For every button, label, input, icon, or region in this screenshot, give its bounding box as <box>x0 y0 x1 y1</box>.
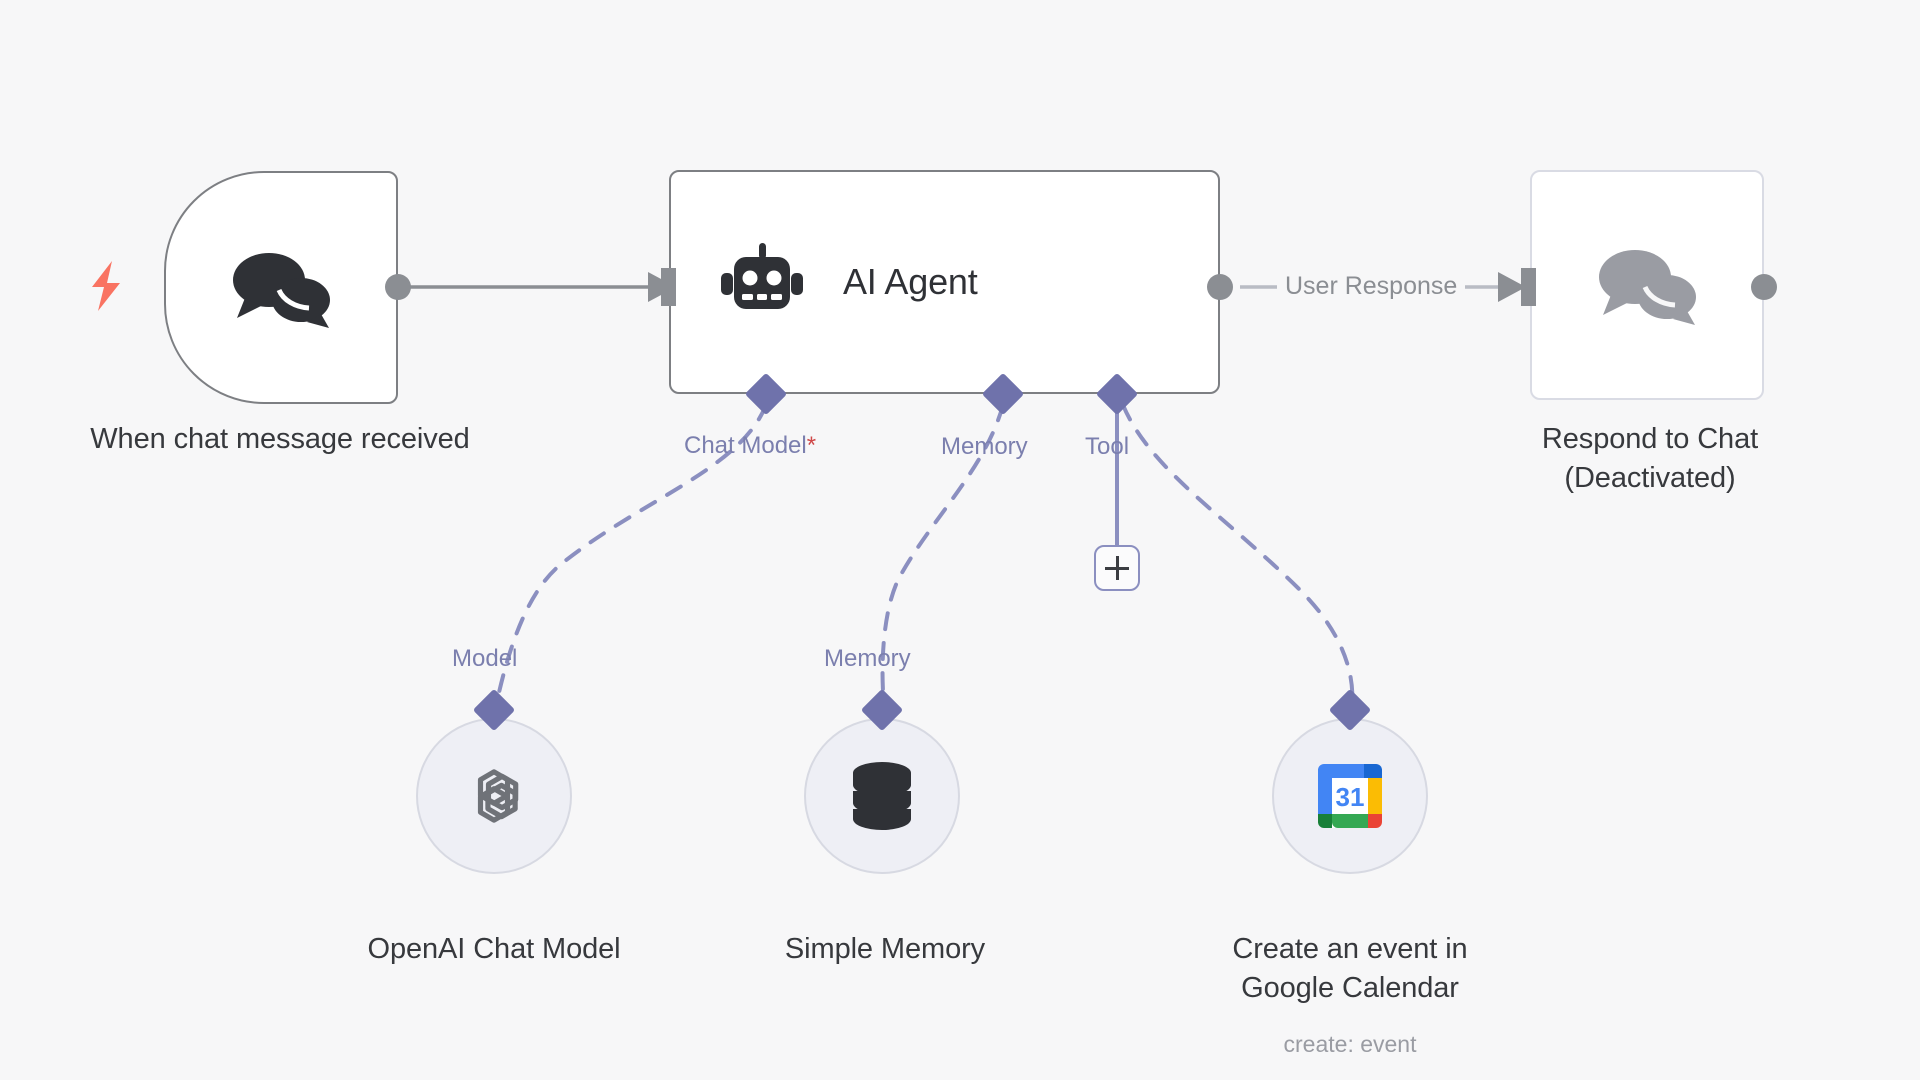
node-title-when-chat-message-received: When chat message received <box>90 423 470 455</box>
subnode-subtitle-google-calendar: create: event <box>1283 1031 1417 1057</box>
calendar-day-number: 31 <box>1336 782 1365 812</box>
agent-port-label-tool: Tool <box>1085 433 1130 460</box>
subnode-port-label-model: Model <box>452 645 518 672</box>
robot-icon <box>721 243 803 321</box>
lightning-bolt-icon <box>88 261 124 316</box>
subnode-openai-chat-model[interactable] <box>416 718 572 874</box>
edge-tool-to-googlecalendar <box>1121 403 1355 708</box>
subnode-title-google-calendar-line1: Create an event in <box>1232 933 1468 965</box>
chat-bubbles-icon-deactivated <box>1593 245 1701 325</box>
subnode-title-google-calendar-line2: Google Calendar <box>1241 971 1459 1004</box>
node-respond-to-chat[interactable] <box>1530 170 1764 400</box>
respond-input-port[interactable] <box>1521 268 1536 306</box>
subnode-simple-memory[interactable] <box>804 718 960 874</box>
node-ai-agent[interactable]: AI Agent <box>669 170 1220 394</box>
trigger-output-port[interactable] <box>385 274 411 300</box>
subnode-google-calendar[interactable]: 31 <box>1272 718 1428 874</box>
required-asterisk: * <box>806 432 817 459</box>
subnode-port-label-memory: Memory <box>824 645 911 672</box>
node-label-ai-agent: AI Agent <box>843 261 978 302</box>
chat-bubbles-icon <box>227 248 335 328</box>
google-calendar-icon: 31 <box>1316 762 1384 830</box>
node-title-respond-to-chat: Respond to Chat (Deactivated) <box>1541 423 1759 494</box>
agent-output-port[interactable] <box>1207 274 1233 300</box>
agent-port-label-memory: Memory <box>941 433 1028 460</box>
node-title-respond-state: (Deactivated) <box>1564 461 1736 494</box>
respond-output-port[interactable] <box>1751 274 1777 300</box>
subnode-title-simple-memory: Simple Memory <box>784 933 986 965</box>
agent-input-port[interactable] <box>661 268 676 306</box>
add-tool-button[interactable] <box>1094 545 1140 591</box>
database-icon <box>849 760 915 832</box>
subnode-title-openai-chat-model: OpenAI Chat Model <box>367 933 621 965</box>
edge-label-user-response: User Response <box>1277 272 1466 301</box>
agent-port-label-chat-model: Chat Model* <box>684 432 817 459</box>
subnode-title-google-calendar: Create an event in Google Calendar <box>1140 930 1560 1007</box>
node-when-chat-message-received[interactable] <box>164 171 398 404</box>
plus-icon-vertical <box>1115 556 1119 580</box>
openai-logo-icon <box>458 760 530 832</box>
